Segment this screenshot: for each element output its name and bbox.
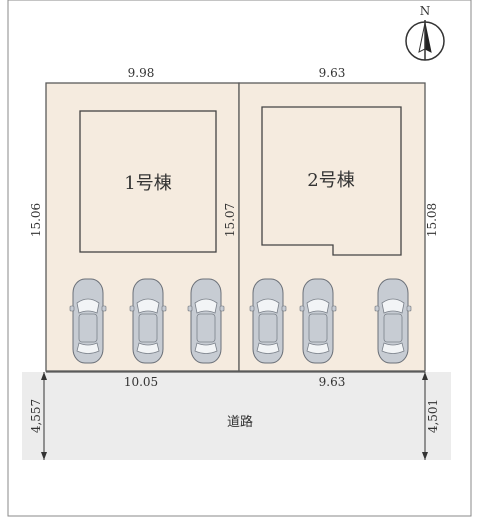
road-width-right-dimension bbox=[422, 372, 428, 460]
lot-2-top-dimension: 9.63 bbox=[319, 66, 346, 80]
road-width-left-label: 4,557 bbox=[29, 399, 43, 433]
road-width-right-label: 4,501 bbox=[426, 399, 440, 433]
parking-spaces bbox=[69, 278, 412, 364]
car-icon bbox=[299, 278, 337, 364]
building-1-label: 1号棟 bbox=[124, 173, 171, 194]
lot-2-bottom-dimension: 9.63 bbox=[319, 375, 346, 389]
building-2-label: 2号棟 bbox=[307, 170, 354, 191]
lot-2-side-dimension: 15.08 bbox=[425, 203, 439, 237]
lot-1-side-dimension: 15.06 bbox=[29, 203, 43, 237]
north-arrow-icon bbox=[405, 20, 445, 61]
car-icon bbox=[374, 278, 412, 364]
car-icon bbox=[129, 278, 167, 364]
lot-1-bottom-dimension: 10.05 bbox=[124, 375, 158, 389]
building-2 bbox=[261, 106, 402, 256]
map-frame bbox=[7, 0, 472, 517]
compass-label: N bbox=[420, 4, 431, 18]
road-label: 道路 bbox=[227, 414, 253, 430]
car-icon bbox=[249, 278, 287, 364]
lot-boundary-dimension: 15.07 bbox=[223, 203, 237, 237]
road bbox=[22, 372, 451, 460]
lot-1-top-dimension: 9.98 bbox=[128, 66, 155, 80]
car-icon bbox=[187, 278, 225, 364]
car-icon bbox=[69, 278, 107, 364]
road-width-left-dimension bbox=[41, 372, 47, 460]
building-1 bbox=[79, 110, 217, 253]
